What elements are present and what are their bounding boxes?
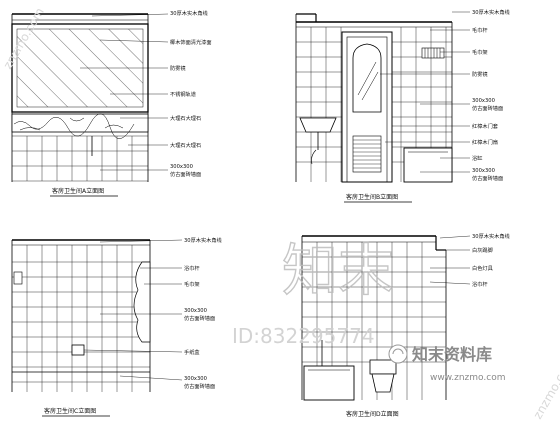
brand-logo-icon	[388, 344, 408, 364]
brand-name: 知末资料库	[412, 345, 492, 364]
elevation-c: 30厚木实木角线 浴巾杆 毛巾架 300x300 仿古面砖墙面 手纸盒 300x…	[11, 236, 222, 417]
watermark-logo-text: 知末	[282, 239, 394, 304]
label-b-7: 红樟木门套	[472, 122, 499, 130]
title-c: 客房卫生间C立面图	[44, 407, 96, 415]
label-b-1: 30厚木实木角线	[472, 8, 510, 16]
label-c-4: 300x300	[184, 308, 207, 314]
label-d-4: 浴巾杆	[472, 280, 488, 288]
brand-badge: 知末资料库 www.znzmo.com	[388, 344, 505, 383]
label-a-7: 300x300	[170, 164, 193, 170]
watermark-diagonal-right: znzmo.com	[530, 355, 560, 421]
label-a-6: 大理石大理石	[170, 141, 201, 149]
label-b-9: 浴缸	[472, 154, 482, 162]
label-c-3: 毛巾架	[184, 280, 200, 288]
label-c-1: 30厚木实木角线	[184, 236, 222, 244]
label-c-5: 仿古面砖墙面	[184, 314, 215, 322]
watermark-id: ID:832295774	[232, 324, 375, 348]
label-a-1: 30厚木实木角线	[170, 9, 208, 17]
label-a-8: 仿古面砖墙面	[170, 170, 201, 178]
label-b-11: 仿古面砖墙面	[472, 174, 503, 182]
label-d-2: 白灰踢脚	[472, 246, 493, 254]
elevation-a: 30厚木实木角线 椰木饰面清光漆面 防雾镜 不锈钢轨道 大理石大理石 大理石大理…	[11, 9, 212, 197]
brand-url: www.znzmo.com	[430, 373, 505, 383]
label-b-10: 300x300	[472, 168, 495, 174]
label-c-7: 300x300	[184, 376, 207, 382]
label-a-3: 防雾镜	[170, 64, 186, 72]
label-c-6: 手纸盒	[184, 348, 200, 356]
label-b-3: 毛巾架	[472, 48, 488, 56]
label-a-5: 大理石大理石	[170, 114, 201, 122]
label-b-4: 防雾镜	[472, 70, 488, 78]
label-b-2: 毛巾杆	[472, 26, 488, 34]
label-c-8: 仿古面砖墙面	[184, 382, 215, 390]
elevation-b: 30厚木实木角线 毛巾杆 毛巾架 防雾镜 300x300 仿古面砖墙面 红樟木门…	[295, 8, 510, 203]
elevation-d: 30厚木实木角线 白灰踢脚 白色灯具 浴巾杆 客房卫生间D立面图	[301, 232, 510, 418]
label-b-5: 300x300	[472, 98, 495, 104]
label-a-4: 不锈钢轨道	[170, 90, 196, 98]
title-d: 客房卫生间D立面图	[346, 410, 399, 418]
title-b: 客房卫生间B立面图	[346, 193, 398, 201]
label-d-1: 30厚木实木角线	[472, 232, 510, 240]
label-b-8: 红樟木门扇	[472, 138, 498, 146]
label-d-3: 白色灯具	[472, 264, 493, 272]
label-a-2: 椰木饰面清光漆面	[170, 38, 212, 46]
title-a: 客房卫生间A立面图	[52, 187, 104, 195]
label-b-6: 仿古面砖墙面	[472, 104, 503, 112]
label-c-2: 浴巾杆	[184, 264, 200, 272]
